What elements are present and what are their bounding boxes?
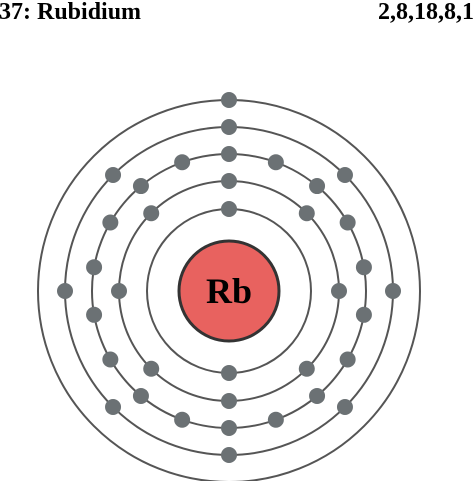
electron-shell-3 <box>221 420 237 436</box>
electron-shell-3 <box>339 214 356 231</box>
electron-shell-1 <box>221 365 237 381</box>
electron-shell-3 <box>309 387 326 404</box>
electron-shell-3 <box>86 259 103 276</box>
electron-shell-3 <box>339 351 356 368</box>
electron-shell-3 <box>132 387 149 404</box>
electron-shell-3 <box>102 351 119 368</box>
electron-shell-3 <box>267 411 284 428</box>
electron-shell-2 <box>221 173 237 189</box>
electron-shell-2 <box>298 360 315 377</box>
electron-shell-2 <box>221 393 237 409</box>
electron-shell-2 <box>143 205 160 222</box>
electron-shell-3 <box>355 306 372 323</box>
electron-shell-3 <box>267 154 284 171</box>
electrons <box>57 92 401 463</box>
electron-shell-5 <box>221 92 237 108</box>
nucleus <box>177 239 281 343</box>
electron-shell-3 <box>309 178 326 195</box>
electron-shell-3 <box>174 154 191 171</box>
electron-shell-4 <box>221 119 237 135</box>
electron-shell-3 <box>86 306 103 323</box>
electron-shell-3 <box>221 146 237 162</box>
electron-shell-1 <box>221 201 237 217</box>
electron-shell-2 <box>298 205 315 222</box>
electron-shell-2 <box>111 283 127 299</box>
electron-shell-4 <box>105 167 122 184</box>
electron-shell-3 <box>174 411 191 428</box>
electron-configuration: 2,8,18,8,1 <box>378 0 474 25</box>
electron-shell-3 <box>102 214 119 231</box>
electron-shell-4 <box>336 167 353 184</box>
nucleus-symbol: Rb <box>206 271 252 311</box>
electron-shell-4 <box>336 398 353 415</box>
electron-shell-2 <box>143 360 160 377</box>
electron-shell-4 <box>385 283 401 299</box>
electron-shell-4 <box>221 447 237 463</box>
electron-shell-4 <box>105 398 122 415</box>
element-title: 37: Rubidium <box>0 0 142 25</box>
electron-shell-4 <box>57 283 73 299</box>
electron-shell-2 <box>331 283 347 299</box>
electron-shell-3 <box>132 178 149 195</box>
electron-shell-3 <box>355 259 372 276</box>
